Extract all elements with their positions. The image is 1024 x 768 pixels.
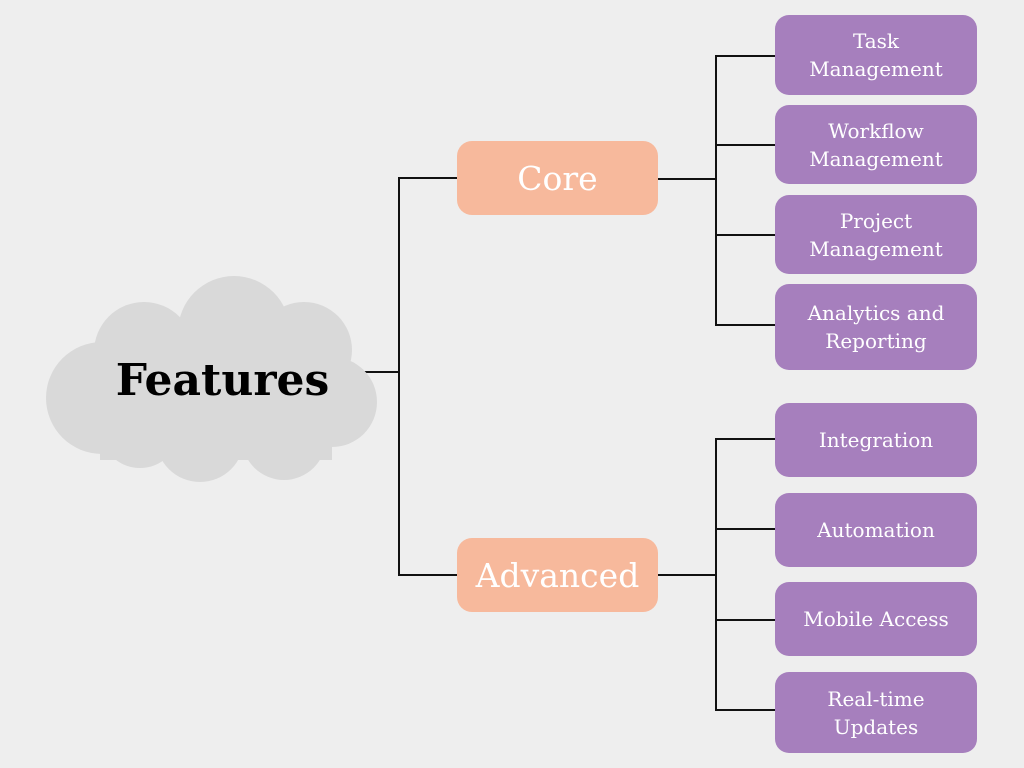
group-node-advanced: Advanced xyxy=(457,538,658,612)
leaf-node-task-management: Task Management xyxy=(775,15,977,95)
leaf-node-workflow-management: Workflow Management xyxy=(775,105,977,184)
group-node-core: Core xyxy=(457,141,658,215)
leaf-node-analytics-and-reporting: Analytics and Reporting xyxy=(775,284,977,370)
leaf-node-project-management: Project Management xyxy=(775,195,977,274)
root-node-label: Features xyxy=(115,354,330,406)
leaf-node-integration: Integration xyxy=(775,403,977,477)
cloud-icon xyxy=(46,276,377,482)
leaf-node-mobile-access: Mobile Access xyxy=(775,582,977,656)
leaf-node-real-time-updates: Real-time Updates xyxy=(775,672,977,753)
leaf-node-automation: Automation xyxy=(775,493,977,567)
